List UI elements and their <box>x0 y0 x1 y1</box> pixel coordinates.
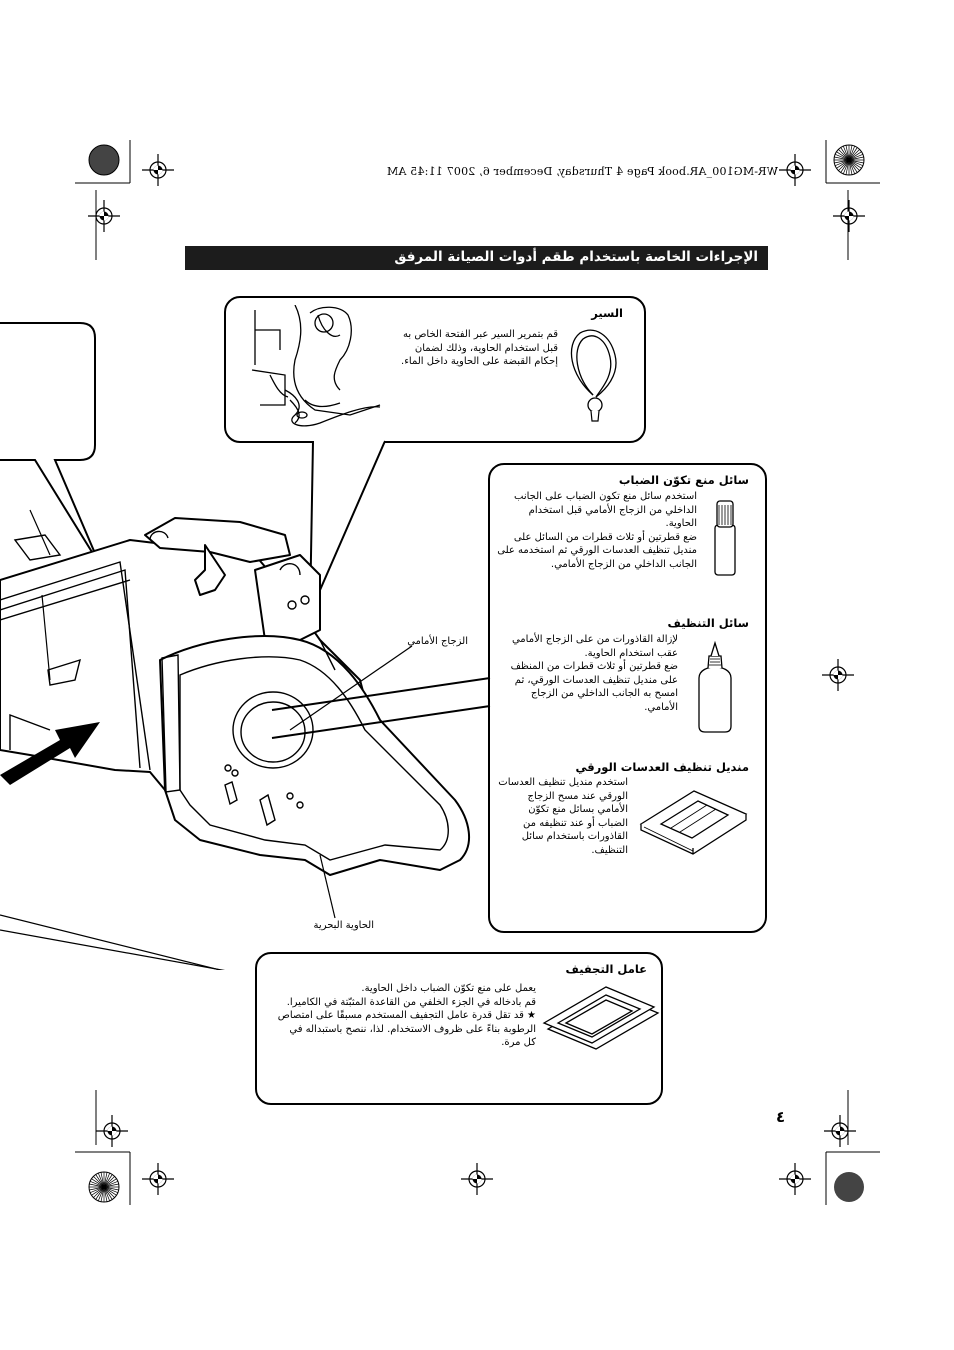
strap-callout <box>224 296 646 443</box>
cleaner-line: لإزالة القاذورات من على الزجاج الأمامي <box>511 634 678 645</box>
marine-case-illustration <box>0 509 471 970</box>
desiccant-illustration <box>542 986 660 1050</box>
cleaner-heading: سائل التنظيف <box>667 616 749 630</box>
strap-text: قم بتمرير السير عبر الفتحة الخاص به قبل … <box>378 328 558 369</box>
lens-tissue-line: استخدم منديل تنظيف العدسات <box>498 777 628 788</box>
lens-tissue-illustration <box>639 790 748 855</box>
antifog-line: الحاوية. <box>665 518 697 529</box>
antifog-line: الداخلي من الزجاج الأمامي قبل استخدام <box>528 504 697 516</box>
print-header: WR-MG100_AR.book Page 4 Thursday, Decemb… <box>386 165 778 178</box>
lens-tissue-line: التنظيف. <box>591 844 628 856</box>
desiccant-line: قم بادخاله في الجزء الخلفي من القاعدة ال… <box>286 996 536 1008</box>
section-title-bar: الإجراءات الخاصة باستخدام طقم أدوات الصي… <box>185 246 768 270</box>
lens-tissue-text: استخدم منديل تنظيف العدسات الورقي عند مس… <box>488 776 628 857</box>
hand-strap-illustration <box>251 305 381 427</box>
desiccant-line: الرطوبة بناءً على ظروف الاستخدام. لذا، ن… <box>289 1023 536 1035</box>
cleaner-line: امسح به الجانب الداخلي من الزجاج <box>530 688 678 699</box>
antifog-line: منديل تنظيف العدسات الورقي ثم استخدمه عل… <box>497 545 697 556</box>
section-title: الإجراءات الخاصة باستخدام طقم أدوات الصي… <box>394 249 758 265</box>
cleaner-line: عقب استخدام الحاوية. <box>584 647 678 659</box>
lens-tissue-line: الورقي عند مسح الزجاج <box>527 790 628 802</box>
antifog-line: الجانب الداخلي من الزجاج الأمامي. <box>550 558 697 570</box>
antifog-bottle-illustration <box>714 500 736 576</box>
cleaner-line: على منديل تنظيف العدسات الورقي، ثم <box>514 674 678 686</box>
antifog-line: ضع قطرتين أو ثلاث قطرات من السائل على <box>513 531 697 543</box>
lens-tissue-heading: منديل تنظيف العدسات الورقي <box>575 760 750 774</box>
strap-heading: السير <box>591 306 623 320</box>
cleaner-text: لإزالة القاذورات من على الزجاج الأمامي ع… <box>498 633 678 714</box>
front-glass-caption: الزجاج الأمامي <box>407 636 468 647</box>
desiccant-line: يعمل على منع تكوّن الضباب داخل الحاوية. <box>361 983 536 994</box>
strap-line: إحكام القبضة على الحاوية داخل الماء. <box>401 356 558 367</box>
desiccant-line: ★ قد تقل قدرة عامل التجفيف المستخدم مسبق… <box>277 1010 536 1021</box>
lens-tissue-line: القاذورات باستخدام سائل <box>521 831 628 842</box>
page-number: ٤ <box>776 1108 786 1126</box>
lens-tissue-line: الأمامي بسائل منع تكوّن <box>528 804 628 815</box>
marine-case-caption: الحاوية البحرية <box>313 920 374 931</box>
front-glass-pointer <box>271 677 491 739</box>
antifog-line: استخدم سائل منع تكون الضباب على الجانب <box>514 491 697 502</box>
cleaner-bottle-illustration <box>698 640 732 733</box>
cleaner-line: ضع قطرتين أو ثلاث قطرات من المنظف <box>510 661 678 672</box>
desiccant-heading: عامل التجفيف <box>565 962 647 976</box>
strap-line: قبل استخدام الحاوية، وذلك لضمان <box>414 342 558 354</box>
strap-line: قم بتمرير السير عبر الفتحة الخاص به <box>403 329 558 340</box>
desiccant-line: كل مرة. <box>501 1037 536 1048</box>
left-callout <box>0 322 101 566</box>
desiccant-text: يعمل على منع تكوّن الضباب داخل الحاوية. … <box>266 982 536 1050</box>
lens-tissue-line: الضباب أو عند تنظيفه من <box>523 817 628 829</box>
strap-loop-illustration <box>570 329 617 422</box>
cleaner-line: الأمامي. <box>644 701 678 713</box>
antifog-heading: سائل منع تكوّن الضباب <box>618 473 749 487</box>
antifog-text: استخدم سائل منع تكون الضباب على الجانب ا… <box>497 490 697 571</box>
